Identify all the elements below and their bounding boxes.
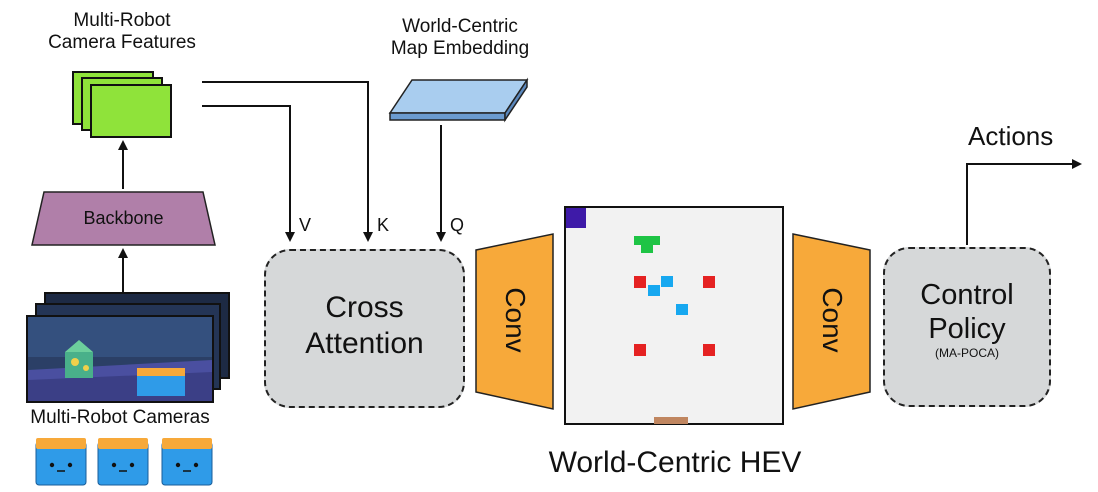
- map-embedding-label-line1: World-Centric: [402, 16, 518, 37]
- cameras-label: Multi-Robot Cameras: [30, 407, 210, 428]
- backbone-label: Backbone: [83, 208, 164, 228]
- control-policy-block: [883, 247, 1051, 407]
- red-marker: [703, 276, 715, 288]
- control-policy-line1: Control: [920, 279, 1014, 311]
- robot-icon: [97, 438, 149, 486]
- camera-image-stack: [26, 292, 230, 403]
- cyan-marker: [676, 304, 688, 315]
- map-embedding-label-line2: Map Embedding: [390, 38, 530, 60]
- map-embedding-slab: [388, 77, 529, 123]
- arrow-value-path: [202, 105, 295, 242]
- camera-features-stack: [72, 71, 172, 138]
- camera-features-label-line2: Camera Features: [48, 32, 196, 54]
- hev-grid: [564, 206, 784, 425]
- map-embedding-label: World-Centric Map Embedding: [375, 16, 545, 61]
- robot-icon: [161, 438, 213, 486]
- control-policy-line2: Policy: [928, 313, 1006, 346]
- camera-features-label: Multi-Robot Camera Features: [46, 10, 198, 55]
- cross-attention-label: Cross Attention: [264, 290, 465, 362]
- control-policy-label: Control Policy (MA-POCA): [883, 278, 1051, 361]
- base-marker: [654, 417, 688, 424]
- conv-left-label: Conv: [500, 287, 531, 353]
- corner-marker: [566, 208, 586, 228]
- backbone-block: [31, 191, 216, 246]
- actions-label: Actions: [968, 121, 1054, 151]
- cross-attention-line1: Cross: [325, 291, 404, 324]
- arrow-key-path: [202, 81, 373, 242]
- control-policy-sub: (MA-POCA): [935, 346, 999, 361]
- red-marker: [634, 276, 646, 288]
- cross-attention-block: [264, 249, 465, 408]
- arrow-actions: [966, 159, 1082, 245]
- cyan-marker: [648, 285, 660, 296]
- cross-attention-line2: Attention: [305, 327, 424, 360]
- red-marker: [703, 344, 715, 356]
- robot-icon: [35, 438, 87, 486]
- key-label: K: [377, 215, 390, 235]
- value-label: V: [299, 215, 312, 235]
- conv-left-block: [475, 233, 554, 410]
- red-marker: [634, 344, 646, 356]
- cyan-marker: [661, 276, 673, 287]
- query-label: Q: [450, 215, 465, 235]
- camera-features-label-line1: Multi-Robot: [73, 10, 171, 31]
- conv-right-block: [792, 233, 871, 410]
- conv-right-label: Conv: [817, 287, 848, 353]
- green-marker: [634, 236, 660, 245]
- hev-label: World-Centric HEV: [548, 446, 802, 479]
